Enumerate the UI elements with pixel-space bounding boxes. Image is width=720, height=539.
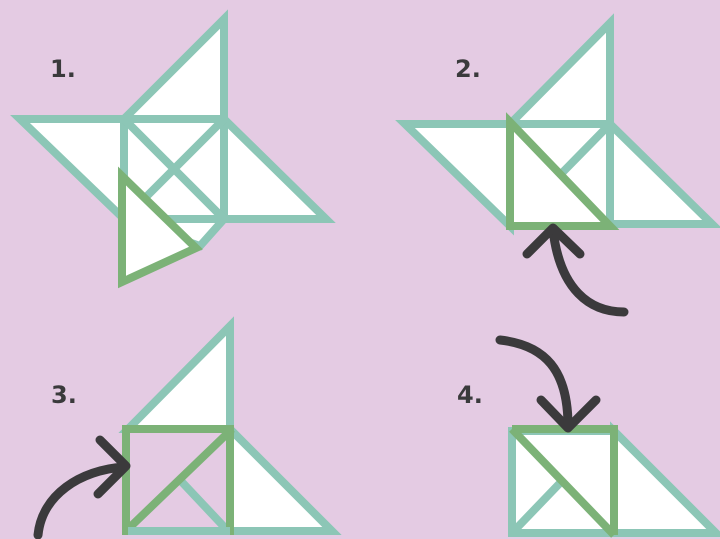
step-4-label: 4. [457, 381, 483, 409]
step-1-label: 1. [50, 55, 76, 83]
step-1-right-flap [224, 119, 326, 219]
step-3-top-flap [128, 326, 230, 429]
step-2-top-flap [510, 23, 610, 124]
step-3-label: 3. [51, 381, 77, 409]
step-2-label: 2. [455, 55, 481, 83]
step-1-top-flap [124, 19, 224, 119]
step-1: 1. [20, 19, 326, 282]
step-2: 2. [405, 23, 712, 312]
step-4-right-flap [614, 431, 716, 533]
step-2-left-flap [405, 124, 510, 226]
step-3-right-flap [230, 429, 332, 531]
step-4: 4. [457, 340, 716, 535]
step-3-inner-crease [180, 480, 228, 531]
step-2-right-flap [610, 124, 712, 224]
step-1-left-flap [20, 119, 124, 219]
step-3: 3. [38, 326, 332, 535]
